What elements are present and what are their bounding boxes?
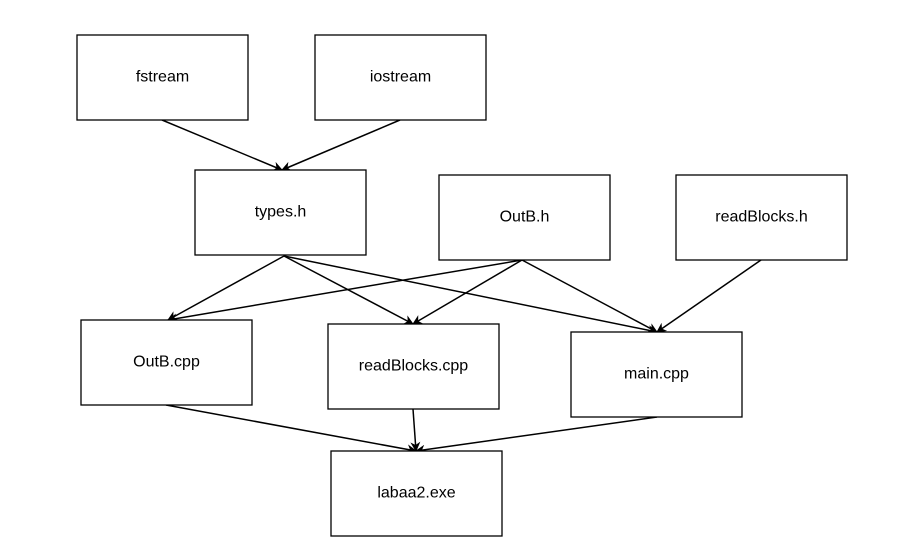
nodes: fstream iostream types.h OutB.h readBloc… — [76, 34, 848, 537]
node-fstream: fstream — [76, 34, 249, 121]
edge-types-h-to-main-cpp — [283, 255, 658, 336]
node-outb-h: OutB.h — [438, 174, 611, 261]
edge-readblocks-h-to-main-cpp — [656, 259, 762, 333]
edge-readblocks-cpp-to-labaa2-exe — [410, 408, 421, 452]
node-labaa2-exe-label: labaa2.exe — [377, 485, 455, 502]
node-fstream-label: fstream — [136, 69, 189, 86]
node-readblocks-h-label: readBlocks.h — [715, 209, 808, 226]
node-labaa2-exe: labaa2.exe — [330, 450, 503, 537]
node-main-cpp-label: main.cpp — [624, 366, 689, 383]
edge-outb-h-to-readblocks-cpp — [412, 259, 523, 325]
edge-types-h-to-outb-cpp — [167, 255, 285, 321]
node-types-h: types.h — [194, 169, 367, 256]
node-readblocks-cpp-label: readBlocks.cpp — [359, 358, 468, 375]
node-readblocks-h: readBlocks.h — [675, 174, 848, 261]
node-iostream: iostream — [314, 34, 487, 121]
node-outb-cpp: OutB.cpp — [80, 319, 253, 406]
node-types-h-label: types.h — [255, 204, 307, 221]
node-outb-h-label: OutB.h — [500, 209, 550, 226]
edge-main-cpp-to-labaa2-exe — [415, 416, 658, 455]
edge-fstream-to-types-h — [161, 119, 283, 172]
edge-outb-cpp-to-labaa2-exe — [165, 404, 417, 455]
edge-iostream-to-types-h — [281, 119, 401, 172]
edge-outb-h-to-main-cpp — [521, 259, 658, 333]
node-main-cpp: main.cpp — [570, 331, 743, 418]
edges — [161, 119, 762, 455]
edge-outb-h-to-outb-cpp — [167, 259, 523, 324]
node-readblocks-cpp: readBlocks.cpp — [327, 323, 500, 410]
node-outb-cpp-label: OutB.cpp — [133, 354, 200, 371]
node-iostream-label: iostream — [370, 69, 431, 86]
